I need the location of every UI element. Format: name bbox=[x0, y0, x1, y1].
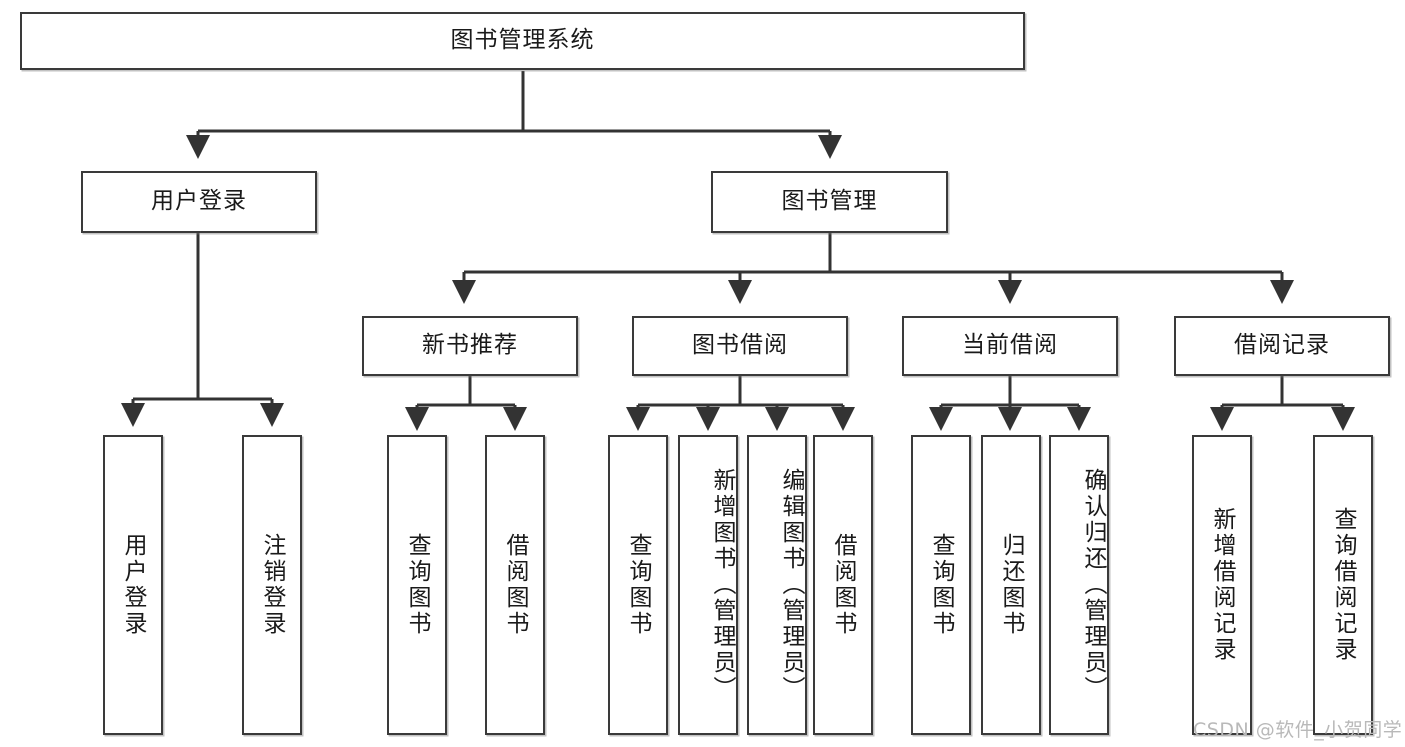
node-book-management[interactable]: 图书管理 bbox=[711, 171, 948, 233]
leaf-label: 编辑图书（管理员） bbox=[778, 468, 804, 702]
leaf-label: 借阅图书 bbox=[502, 533, 529, 637]
node-new-book-recommend[interactable]: 新书推荐 bbox=[362, 316, 578, 376]
node-book-borrow[interactable]: 图书借阅 bbox=[632, 316, 848, 376]
leaf-label: 查询图书 bbox=[928, 533, 955, 637]
leaf-label: 查询图书 bbox=[625, 533, 652, 637]
node-current-borrow[interactable]: 当前借阅 bbox=[902, 316, 1118, 376]
leaf-current-query-book[interactable]: 查询图书 bbox=[911, 435, 971, 735]
leaf-user-login-signin[interactable]: 用户登录 bbox=[103, 435, 163, 735]
leaf-record-query[interactable]: 查询借阅记录 bbox=[1313, 435, 1373, 735]
leaf-record-add[interactable]: 新增借阅记录 bbox=[1192, 435, 1252, 735]
node-borrow-record[interactable]: 借阅记录 bbox=[1174, 316, 1390, 376]
leaf-label: 新增图书（管理员） bbox=[709, 468, 735, 702]
leaf-current-confirm-return[interactable]: 确认归还（管理员） bbox=[1049, 435, 1109, 735]
leaf-borrow-query-book[interactable]: 查询图书 bbox=[608, 435, 668, 735]
leaf-label: 查询借阅记录 bbox=[1330, 507, 1357, 663]
leaf-new-book-borrow[interactable]: 借阅图书 bbox=[485, 435, 545, 735]
node-user-login[interactable]: 用户登录 bbox=[81, 171, 317, 233]
leaf-new-book-query[interactable]: 查询图书 bbox=[387, 435, 447, 735]
csdn-watermark: CSDN @软件_小贺同学 bbox=[1193, 719, 1403, 741]
leaf-label: 确认归还（管理员） bbox=[1080, 468, 1106, 702]
leaf-label: 借阅图书 bbox=[830, 533, 857, 637]
node-borrow-record-label: 借阅记录 bbox=[1234, 332, 1330, 359]
node-book-borrow-label: 图书借阅 bbox=[692, 332, 788, 359]
leaf-label: 归还图书 bbox=[998, 533, 1025, 637]
leaf-label: 查询图书 bbox=[404, 533, 431, 637]
leaf-label: 用户登录 bbox=[120, 533, 147, 637]
node-user-login-label: 用户登录 bbox=[151, 188, 247, 215]
node-book-management-label: 图书管理 bbox=[781, 188, 878, 215]
leaf-borrow-borrow-book[interactable]: 借阅图书 bbox=[813, 435, 873, 735]
leaf-borrow-add-book[interactable]: 新增图书（管理员） bbox=[678, 435, 738, 735]
leaf-label: 新增借阅记录 bbox=[1209, 507, 1236, 663]
leaf-label: 注销登录 bbox=[259, 533, 286, 637]
node-current-borrow-label: 当前借阅 bbox=[962, 332, 1058, 359]
node-new-book-recommend-label: 新书推荐 bbox=[422, 332, 518, 359]
leaf-borrow-edit-book[interactable]: 编辑图书（管理员） bbox=[747, 435, 807, 735]
node-root[interactable]: 图书管理系统 bbox=[20, 12, 1025, 70]
node-root-label: 图书管理系统 bbox=[450, 27, 595, 54]
leaf-user-login-signout[interactable]: 注销登录 bbox=[242, 435, 302, 735]
leaf-current-return-book[interactable]: 归还图书 bbox=[981, 435, 1041, 735]
